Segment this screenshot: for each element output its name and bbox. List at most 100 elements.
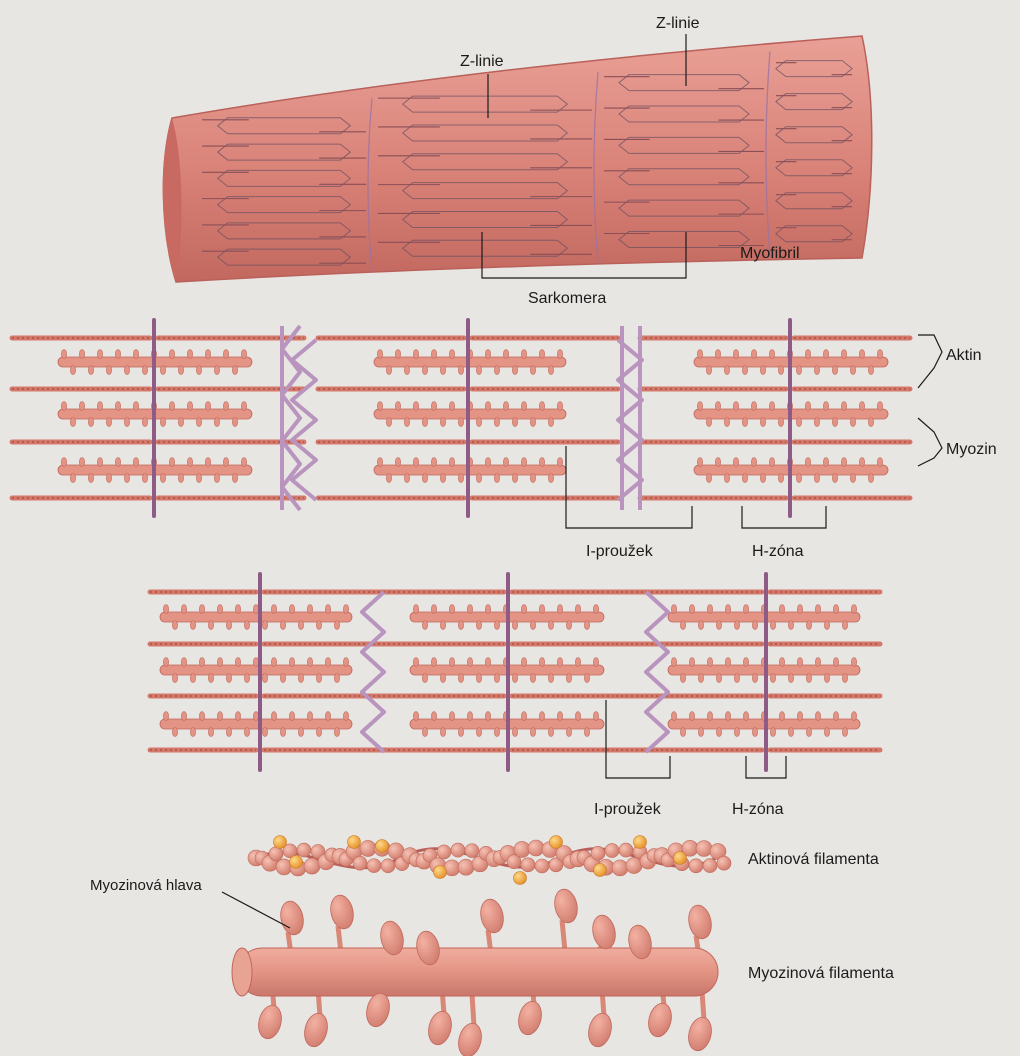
- myosin-head: [584, 674, 589, 683]
- myosin-head: [503, 458, 508, 467]
- myosin-head: [307, 605, 312, 614]
- myosin-head: [494, 418, 499, 427]
- myosin-head: [458, 366, 463, 375]
- myosin-head: [725, 605, 730, 614]
- myosin-head: [521, 350, 526, 359]
- myosin-head: [458, 728, 463, 737]
- titin-spring: [362, 592, 384, 752]
- myosin-head: [832, 418, 837, 427]
- myosin-head: [440, 674, 445, 683]
- myosin-head: [377, 350, 382, 359]
- myosin-head: [796, 418, 801, 427]
- myosin-head: [716, 674, 721, 683]
- myosin-head: [859, 402, 864, 411]
- myosin-head: [70, 366, 75, 375]
- myosin-head: [106, 366, 111, 375]
- myosin-head: [760, 366, 765, 375]
- myosin-head: [172, 621, 177, 630]
- myosin-head: [226, 728, 231, 737]
- myosin-head: [241, 458, 246, 467]
- myosin-head: [458, 418, 463, 427]
- troponin-bead: [290, 856, 303, 869]
- myosin-head: [494, 366, 499, 375]
- myosin-head: [760, 418, 765, 427]
- myosin-head: [686, 903, 715, 941]
- myosin-head: [706, 474, 711, 483]
- actin-monomer: [619, 843, 633, 857]
- myosin-head: [842, 728, 847, 737]
- myosin-head: [190, 621, 195, 630]
- myosin-head: [70, 474, 75, 483]
- titin-spring: [646, 592, 668, 752]
- actin-monomer: [458, 859, 474, 875]
- myosin-head: [440, 474, 445, 483]
- myosin-head: [760, 474, 765, 483]
- myosin-head: [859, 458, 864, 467]
- myosin-head: [476, 674, 481, 683]
- myosin-head: [440, 621, 445, 630]
- myosin-head: [476, 728, 481, 737]
- myosin-head: [548, 621, 553, 630]
- myosin-head: [325, 605, 330, 614]
- myosin-head: [842, 621, 847, 630]
- myosin-head: [814, 474, 819, 483]
- myosin-head: [142, 418, 147, 427]
- myosin-head: [178, 474, 183, 483]
- myosin-head: [187, 458, 192, 467]
- myosin-head: [226, 674, 231, 683]
- myosin-head: [725, 712, 730, 721]
- myosin-head: [235, 605, 240, 614]
- troponin-bead: [514, 872, 527, 885]
- myosin-head: [485, 712, 490, 721]
- myosin-head: [824, 728, 829, 737]
- myosin-head: [431, 350, 436, 359]
- myosin-head: [61, 402, 66, 411]
- myosin-head: [593, 605, 598, 614]
- myosin-head: [458, 621, 463, 630]
- actin-monomer: [605, 844, 619, 858]
- myosin-head: [196, 418, 201, 427]
- myosin-head: [422, 621, 427, 630]
- myosin-head: [842, 674, 847, 683]
- myosin-head: [404, 474, 409, 483]
- myosin-head: [724, 474, 729, 483]
- myosin-head: [575, 712, 580, 721]
- troponin-bead: [434, 866, 447, 879]
- myosin-head: [449, 605, 454, 614]
- myosin-head: [289, 605, 294, 614]
- z-line-right-label: Z-linie: [656, 15, 700, 32]
- myosin-head: [115, 458, 120, 467]
- myosin-head: [478, 897, 507, 935]
- myosin-head: [725, 658, 730, 667]
- myosin-head: [868, 418, 873, 427]
- myosin-head: [832, 474, 837, 483]
- myosin-head: [169, 350, 174, 359]
- myosin-head: [208, 728, 213, 737]
- troponin-bead: [550, 836, 563, 849]
- myosin-head: [734, 674, 739, 683]
- myosin-head: [244, 728, 249, 737]
- myosin-head: [253, 658, 258, 667]
- actin-monomer: [703, 859, 717, 873]
- myosin-head: [163, 658, 168, 667]
- myosin-head: [788, 674, 793, 683]
- myosin-head: [425, 1009, 455, 1047]
- myosin-head: [413, 350, 418, 359]
- myosin-head: [698, 728, 703, 737]
- myosin-head: [557, 605, 562, 614]
- myosin-head: [734, 728, 739, 737]
- myosin-head: [449, 350, 454, 359]
- myosin-head: [232, 366, 237, 375]
- myosin-head: [307, 658, 312, 667]
- myosin-head: [142, 474, 147, 483]
- actin-filaments-label: Aktinová filamenta: [748, 851, 879, 868]
- myosin-head: [223, 350, 228, 359]
- myosin-head: [115, 350, 120, 359]
- myosin-head: [476, 418, 481, 427]
- actin-monomer: [696, 841, 712, 857]
- myosin-head: [769, 458, 774, 467]
- myosin-head: [280, 621, 285, 630]
- myosin-head: [716, 621, 721, 630]
- myosin-head: [413, 458, 418, 467]
- myosin-head: [697, 458, 702, 467]
